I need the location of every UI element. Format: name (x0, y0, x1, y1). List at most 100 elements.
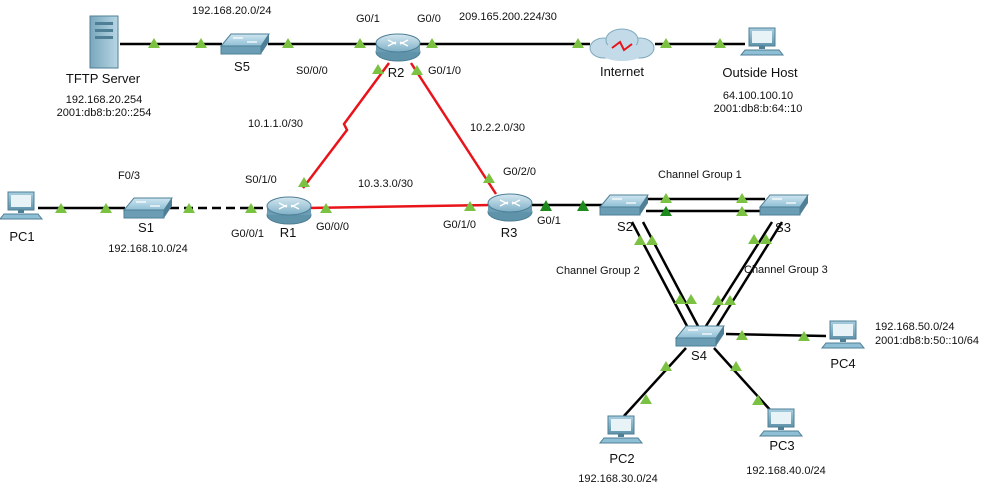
link-up-indicator (674, 294, 686, 304)
device-label-pc1: PC1 (9, 229, 35, 244)
link-r2-r3[interactable] (409, 62, 498, 195)
interface-label-r2-s000: S0/0/0 (296, 65, 328, 77)
link-up-indicator (245, 203, 257, 213)
device-label-s5: S5 (234, 59, 250, 74)
link-up-indicator (685, 294, 697, 304)
link-up-indicator (660, 38, 672, 48)
switch-icon[interactable] (674, 325, 725, 347)
pc-icon[interactable] (598, 415, 644, 444)
pc-icon[interactable] (739, 27, 785, 56)
link-up-indicator (660, 361, 672, 371)
cloud-icon[interactable] (589, 28, 655, 61)
link-up-indicator (282, 38, 294, 48)
network-label-lan50: 192.168.50.0/24 (875, 321, 955, 333)
link-r2-r1-serial[interactable] (302, 62, 391, 189)
network-label-lan30: 192.168.30.0/24 (578, 473, 658, 485)
outside-host-ipv6: 2001:db8:b:64::10 (713, 103, 803, 115)
link-up-indicator (660, 193, 672, 203)
link-up-indicator (730, 361, 742, 371)
device-label-s1: S1 (138, 220, 154, 235)
device-label-s3: S3 (775, 220, 791, 235)
network-label-isp: 209.165.200.224/30 (459, 11, 557, 23)
device-label-outside-host: Outside Host (722, 65, 798, 80)
outside-host-ipv4: 64.100.100.10 (722, 90, 794, 102)
link-s3-s4-b[interactable] (714, 221, 784, 329)
link-up-indicator (540, 200, 552, 211)
link-up-indicator (298, 177, 310, 187)
server-icon[interactable] (89, 15, 119, 69)
link-r1-r3[interactable] (307, 203, 493, 210)
pc-icon[interactable] (0, 191, 44, 220)
network-label-lan40: 192.168.40.0/24 (746, 465, 826, 477)
device-label-s4: S4 (691, 348, 707, 363)
switch-icon[interactable] (758, 194, 809, 216)
link-up-indicator (372, 64, 384, 74)
link-up-indicator (634, 235, 646, 245)
link-up-indicator (712, 295, 724, 305)
link-up-indicator (183, 203, 195, 213)
switch-icon[interactable] (122, 197, 173, 219)
link-up-indicator (714, 38, 726, 48)
network-label-lan20: 192.168.20.0/24 (192, 5, 272, 17)
switch-icon[interactable] (219, 33, 270, 55)
interface-label-r1-s010: S0/1/0 (245, 174, 277, 186)
device-label-s2: S2 (617, 219, 633, 234)
interface-label-r3-g01: G0/1 (537, 215, 561, 227)
device-label-pc2: PC2 (609, 451, 635, 466)
pc-icon[interactable] (820, 320, 866, 349)
link-up-indicator (752, 395, 764, 405)
interface-label-r2-g01: G0/1 (356, 13, 380, 25)
interface-label-r1-g000: G0/0/0 (316, 221, 350, 233)
interface-label-r2-g00: G0/0 (417, 13, 441, 25)
pc-icon[interactable] (758, 408, 804, 437)
tftp-ipv6: 2001:db8:b:20::254 (56, 107, 152, 119)
link-up-indicator (736, 330, 748, 340)
link-up-indicator (354, 38, 366, 48)
link-up-indicator (736, 193, 748, 203)
device-label-pc3: PC3 (769, 438, 795, 453)
device-label-internet: Internet (599, 64, 645, 79)
device-label-pc4: PC4 (830, 356, 856, 371)
link-up-indicator (646, 235, 658, 245)
device-label-tftp: TFTP Server (65, 71, 141, 86)
network-label-n1: 10.1.1.0/30 (248, 118, 304, 130)
link-up-indicator (572, 38, 584, 48)
link-up-indicator (748, 234, 760, 244)
link-up-indicator (100, 203, 112, 213)
device-label-r2: R2 (387, 65, 405, 80)
link-up-indicator (736, 206, 748, 216)
device-label-r3: R3 (500, 225, 518, 240)
link-s4-pc2[interactable] (623, 347, 687, 417)
link-up-indicator (724, 295, 736, 305)
channel-group-3-label: Channel Group 3 (744, 264, 828, 276)
link-up-indicator (464, 201, 476, 211)
link-up-indicator (577, 200, 589, 211)
link-up-indicator (148, 38, 160, 48)
channel-group-1-label: Channel Group 1 (658, 169, 742, 181)
router-icon[interactable] (487, 193, 533, 222)
interface-label-r2-g010: G0/1/0 (428, 65, 462, 77)
network-label-n3: 10.3.3.0/30 (358, 178, 414, 190)
interface-label-r3-g010: G0/1/0 (443, 219, 477, 231)
link-up-indicator (55, 203, 67, 213)
network-label-lan10: 192.168.10.0/24 (108, 243, 188, 255)
link-up-indicator (483, 173, 495, 183)
link-up-indicator (426, 38, 438, 48)
network-label-n2: 10.2.2.0/30 (470, 122, 526, 134)
link-s4-pc3[interactable] (713, 347, 773, 413)
link-up-indicator (411, 65, 423, 75)
router-icon[interactable] (375, 33, 421, 62)
router-icon[interactable] (266, 196, 312, 225)
link-up-indicator (640, 394, 652, 404)
link-s3-s4-a[interactable] (704, 221, 774, 327)
link-up-indicator (660, 206, 672, 216)
interface-label-r3-g020: G0/2/0 (503, 166, 537, 178)
interface-label-r1-g001: G0/0/1 (231, 228, 265, 240)
switch-icon[interactable] (598, 194, 649, 216)
tftp-ipv4: 192.168.20.254 (65, 94, 143, 106)
device-label-r1: R1 (279, 225, 297, 240)
link-up-indicator (798, 331, 810, 341)
links (38, 42, 827, 417)
